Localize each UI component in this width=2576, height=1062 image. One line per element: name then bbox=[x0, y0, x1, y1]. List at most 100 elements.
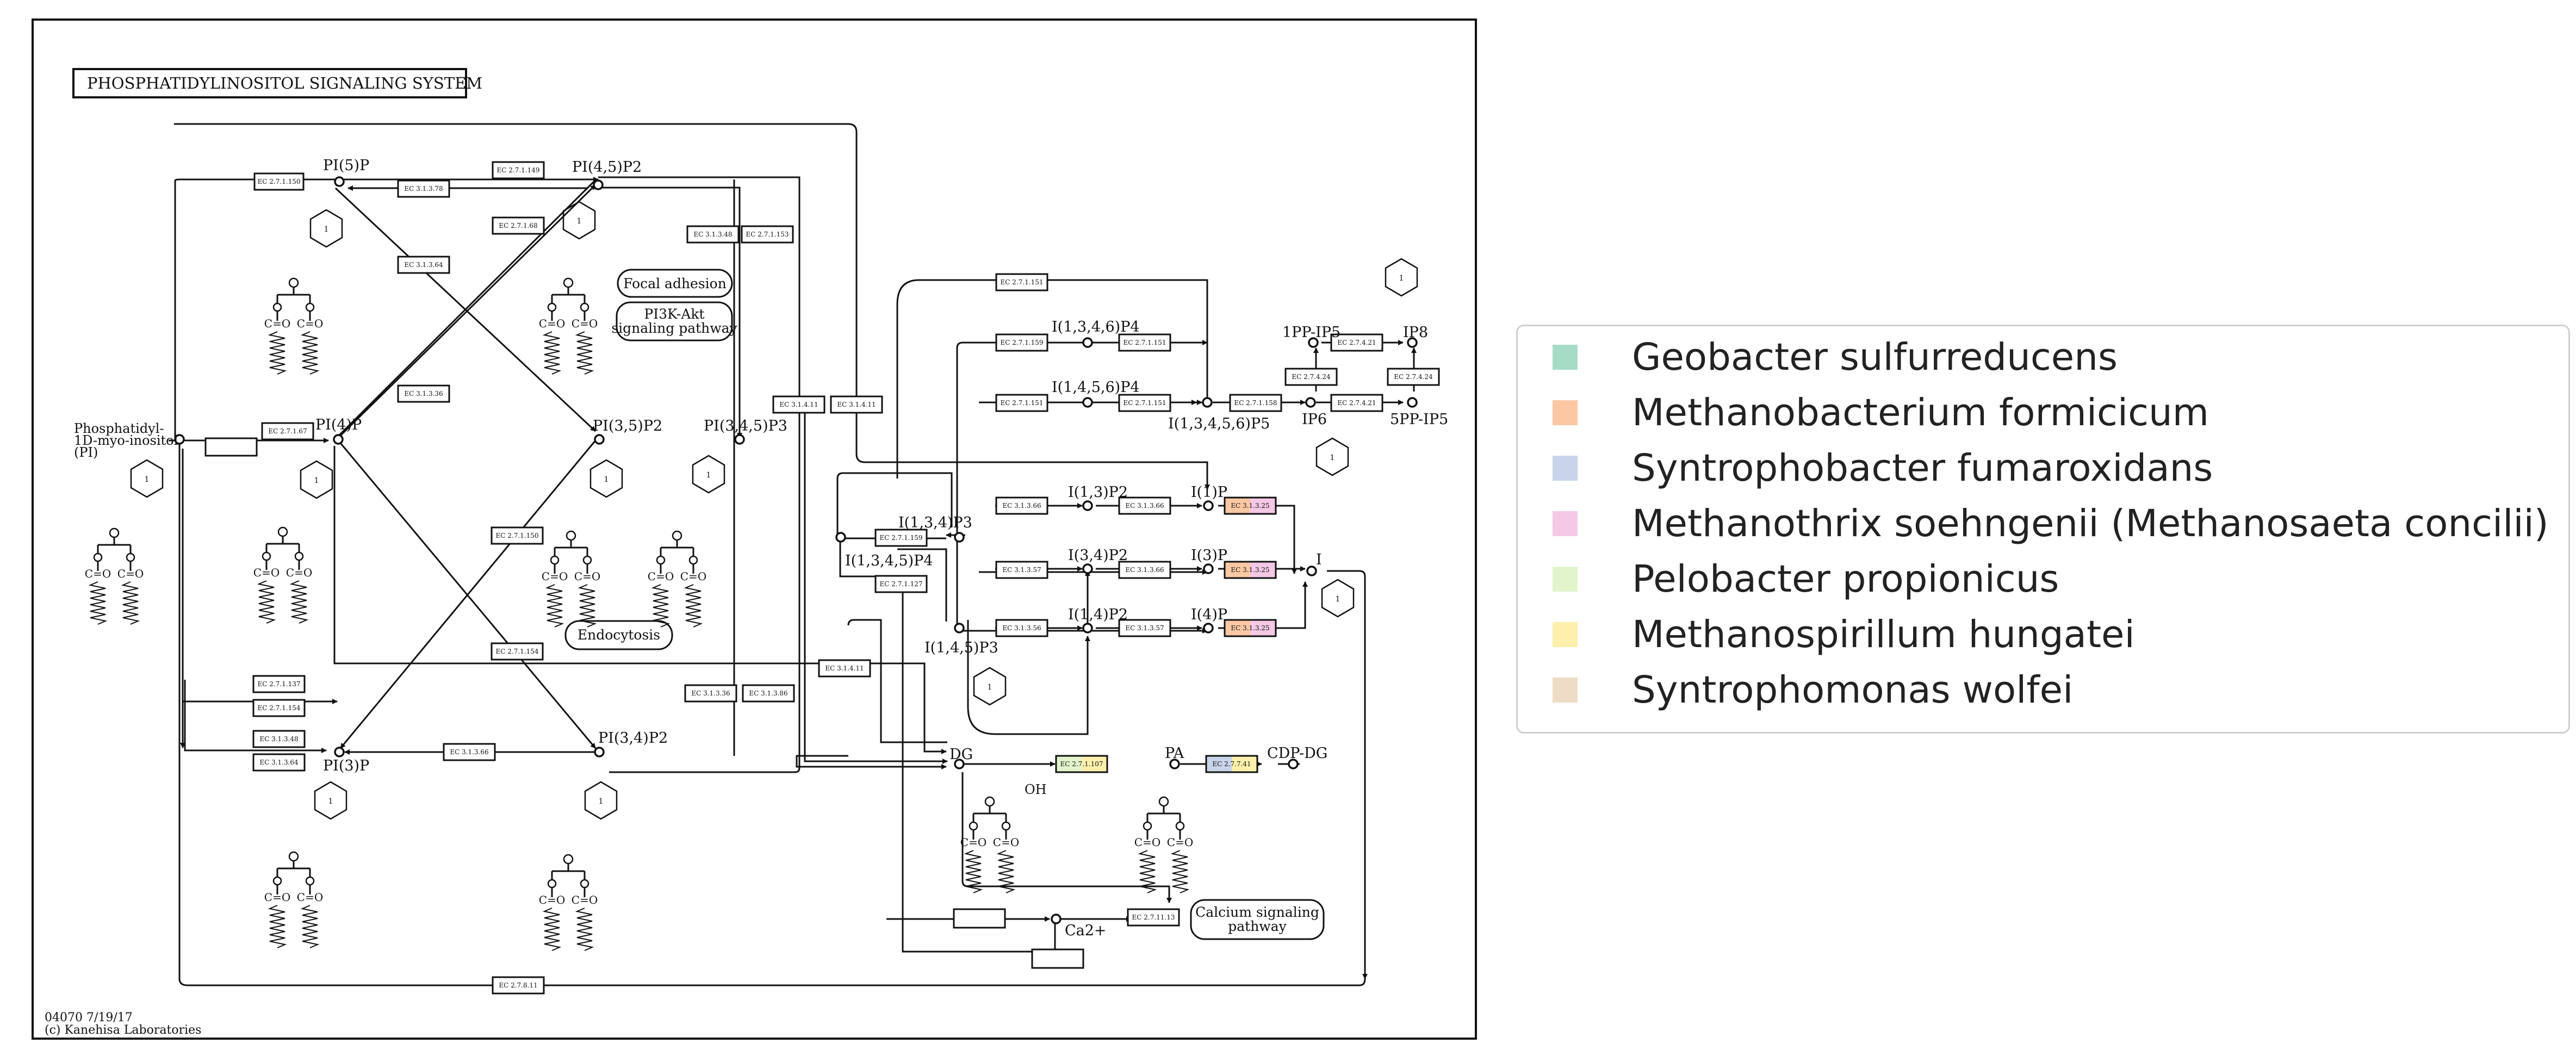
focal-adhesion-link[interactable]: Focal adhesion bbox=[617, 269, 733, 298]
ec-3.1.4.11c: EC 3.1.4.11 bbox=[818, 659, 871, 678]
ec-3.1.3.86-text: EC 3.1.3.86 bbox=[749, 690, 787, 697]
endocytosis-link[interactable]: Endocytosis bbox=[564, 620, 673, 650]
compound-nodes bbox=[174, 176, 1418, 924]
ec-2.7.1.158-text: EC 2.7.1.158 bbox=[1234, 399, 1277, 407]
legend-label: Methanospirillum hungatei bbox=[1632, 613, 2135, 656]
legend-swatch bbox=[1553, 400, 1578, 425]
label-pi345p3: PI(3,4,5)P3 bbox=[704, 418, 787, 434]
ec-3.1.3.48a-text: EC 3.1.3.48 bbox=[693, 231, 732, 238]
calcium-text-1: Calcium signaling bbox=[1195, 904, 1319, 920]
ec-3.1.3.66d: EC 3.1.3.66 bbox=[1118, 561, 1171, 579]
label-i1346p4: I(1,3,4,6)P4 bbox=[1052, 319, 1140, 336]
label-cdpdg: CDP-DG bbox=[1267, 745, 1327, 762]
ec-2.7.11.13: EC 2.7.11.13 bbox=[1127, 908, 1180, 927]
ec-2.7.1.159b: EC 2.7.1.159 bbox=[874, 529, 928, 547]
ec-2.7.1.127-text: EC 2.7.1.127 bbox=[879, 580, 922, 588]
legend-swatch bbox=[1553, 345, 1578, 370]
map-title-box bbox=[72, 68, 467, 98]
ec-2.7.1.150b-text: EC 2.7.1.150 bbox=[495, 532, 538, 539]
ec-2.7.1.159a: EC 2.7.1.159 bbox=[995, 333, 1048, 352]
node-i4p bbox=[1203, 623, 1214, 634]
node-cdpdg bbox=[1288, 759, 1299, 769]
ec-3.1.3.25a-box bbox=[1224, 496, 1277, 515]
ec-3.1.3.66a-text: EC 3.1.3.66 bbox=[450, 748, 488, 756]
ec-2.7.1.127: EC 2.7.1.127 bbox=[874, 575, 928, 593]
ec-2.7.1.158: EC 2.7.1.158 bbox=[1229, 394, 1282, 412]
ec-2.7.4.24a: EC 2.7.4.24 bbox=[1284, 368, 1338, 386]
ec-2.7.8.11: EC 2.7.8.11 bbox=[492, 976, 545, 995]
ec-3.1.4.11b-text: EC 3.1.4.11 bbox=[837, 401, 876, 408]
ec-3.1.3.25b-box bbox=[1224, 561, 1277, 579]
legend-swatch bbox=[1553, 622, 1578, 647]
node-dg bbox=[954, 759, 965, 769]
ec-2.7.1.153-text: EC 2.7.1.153 bbox=[746, 231, 789, 238]
ec-2.7.4.24b-text: EC 2.7.4.24 bbox=[1394, 373, 1433, 381]
node-pi45p2 bbox=[593, 179, 604, 190]
node-i34p2 bbox=[1082, 563, 1093, 574]
label-i14p2: I(1,4)P2 bbox=[1068, 606, 1128, 623]
ec-3.1.3.66c-text: EC 3.1.3.66 bbox=[1125, 502, 1164, 510]
label-pi34p2: PI(3,4)P2 bbox=[598, 730, 668, 747]
node-pi34p2 bbox=[594, 747, 605, 757]
ec-2.7.1.151c-text: EC 2.7.1.151 bbox=[1000, 399, 1043, 407]
label-pi-line2: 1D-myo-inositol bbox=[74, 433, 178, 448]
node-ip6 bbox=[1305, 397, 1316, 408]
node-ca bbox=[1051, 914, 1062, 924]
ec-3.1.3.36b: EC 3.1.3.36 bbox=[684, 684, 737, 703]
legend-swatch bbox=[1553, 678, 1578, 703]
label-i: I bbox=[1316, 551, 1322, 568]
label-pi-line1: Phosphatidyl- bbox=[74, 421, 164, 436]
ec-2.7.4.24a-text: EC 2.7.4.24 bbox=[1292, 373, 1331, 381]
ec-boxes: EC 2.7.1.150 EC 2.7.1.149 EC 3.1.3.78 EC… bbox=[204, 161, 1440, 995]
focal-adhesion-text: Focal adhesion bbox=[623, 276, 727, 291]
endocytosis-text: Endocytosis bbox=[578, 627, 660, 643]
ec-3.1.3.66b-text: EC 3.1.3.66 bbox=[1002, 502, 1041, 510]
ec-2.7.11.13-text: EC 2.7.11.13 bbox=[1132, 914, 1175, 921]
label-i4p: I(4)P bbox=[1191, 606, 1227, 623]
legend-label: Syntrophomonas wolfei bbox=[1632, 668, 2074, 712]
node-i13p2 bbox=[1082, 500, 1093, 511]
legend-label: Geobacter sulfurreducens bbox=[1632, 336, 2118, 379]
node-i14p2 bbox=[1082, 623, 1093, 634]
ec-3.1.3.48b-text: EC 3.1.3.48 bbox=[259, 735, 298, 743]
ec-3.1.3.66a: EC 3.1.3.66 bbox=[443, 743, 496, 761]
node-ip8 bbox=[1407, 337, 1418, 348]
pi3k-akt-link[interactable]: PI3K-Akt signaling pathway bbox=[611, 301, 738, 341]
ec-2.7.1.154b-text: EC 2.7.1.154 bbox=[257, 704, 300, 712]
ec-3.1.3.57b-text: EC 3.1.3.57 bbox=[1125, 624, 1164, 632]
ec-3.1.4.11b: EC 3.1.4.11 bbox=[830, 395, 883, 414]
ec-2.7.1.107: EC 2.7.1.107 bbox=[1055, 755, 1108, 773]
ec-3.1.3.64b: EC 3.1.3.64 bbox=[252, 753, 306, 772]
ec-2.7.1.68-text: EC 2.7.1.68 bbox=[499, 222, 537, 229]
node-pi35p2 bbox=[594, 434, 605, 445]
node-i134p3 bbox=[954, 532, 965, 543]
legend-swatch bbox=[1553, 567, 1578, 592]
ec-3.1.3.25b-text: EC 3.1.3.25 bbox=[1231, 566, 1269, 574]
ec-2.7.1.107-box bbox=[1055, 755, 1108, 773]
ec-2.7.1.151b-text: EC 2.7.1.151 bbox=[1123, 339, 1166, 346]
node-5ppip5 bbox=[1407, 397, 1418, 408]
ec-2.7.1.151a: EC 2.7.1.151 bbox=[995, 273, 1048, 291]
label-i13456p5: I(1,3,4,5,6)P5 bbox=[1168, 415, 1270, 432]
label-ip8: IP8 bbox=[1403, 324, 1428, 341]
ec-2.7.1.151a-text: EC 2.7.1.151 bbox=[1000, 278, 1043, 286]
ec-2.7.1.137-text: EC 2.7.1.137 bbox=[257, 680, 300, 688]
ec-pi45p2-top: EC 2.7.1.149 bbox=[492, 161, 545, 179]
node-i1346p4 bbox=[1082, 337, 1093, 348]
ec-pi45p2-top-text: EC 2.7.1.149 bbox=[496, 166, 539, 174]
ec-3.1.3.25b: EC 3.1.3.25 bbox=[1224, 561, 1277, 579]
ec-3.1.3.36a-text: EC 3.1.3.36 bbox=[404, 390, 443, 398]
node-pi4p bbox=[333, 434, 344, 445]
node-i bbox=[1306, 566, 1317, 576]
label-pa: PA bbox=[1165, 745, 1184, 762]
calcium-signaling-link[interactable]: Calcium signaling pathway bbox=[1190, 899, 1325, 940]
ec-3.1.3.25c: EC 3.1.3.25 bbox=[1224, 619, 1277, 637]
map-title: PHOSPHATIDYLINOSITOL SIGNALING SYSTEM bbox=[87, 74, 482, 92]
ec-3.1.3.25a-text: EC 3.1.3.25 bbox=[1231, 502, 1269, 510]
ec-2.7.1.67: EC 2.7.1.67 bbox=[261, 422, 314, 440]
label-pi5p: PI(5)P bbox=[323, 157, 369, 174]
node-pa bbox=[1169, 759, 1180, 769]
ec-2.7.1.150b: EC 2.7.1.150 bbox=[491, 526, 544, 545]
ec-2.7.1.153: EC 2.7.1.153 bbox=[741, 225, 794, 244]
